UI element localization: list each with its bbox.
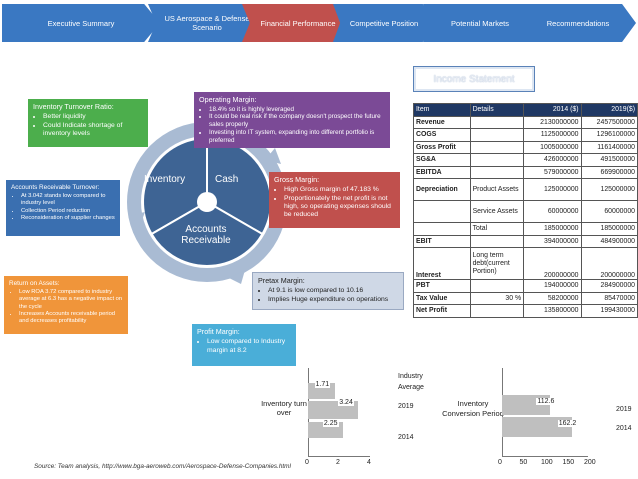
callout-title: Inventory Turnover Ratio: — [33, 102, 114, 111]
table-row: Gross Profit 1005000000 1161400000 — [413, 140, 638, 154]
category-label: 2014 — [616, 425, 632, 432]
bar — [502, 417, 572, 437]
data-label: 112.6 — [536, 398, 556, 405]
nav-step-financial-performance[interactable]: Financial Performance — [242, 4, 354, 42]
data-label: 162.2 — [557, 420, 578, 427]
callout-title: Pretax Margin: — [258, 276, 305, 285]
segment-accounts-receivable — [150, 200, 264, 267]
category-label: 2019 — [398, 403, 414, 410]
callout-bullet: Low ROA 3.72 compared to industry averag… — [19, 289, 123, 311]
operating-margin-callout: Operating Margin: 18.4% so it is highly … — [194, 92, 390, 148]
x-tick-label: 0 — [305, 459, 309, 466]
segment-inventory — [142, 136, 208, 236]
cycle-label-accounts-receivable: Accounts Receivable — [181, 224, 231, 246]
source-note: Source: Team analysis, http://www.bga-ae… — [34, 463, 291, 470]
callout-bullet: Collection Period reduction — [21, 208, 115, 215]
category-label: 2019 — [616, 406, 632, 413]
column-header: Details — [469, 103, 525, 117]
callout-title: Operating Margin: — [199, 95, 257, 104]
data-label: 1.71 — [314, 381, 331, 388]
callout-bullet: It could be real risk if the company doe… — [209, 113, 385, 128]
callout-bullet: Proportionately the net profit is not hi… — [284, 195, 395, 220]
x-tick-label: 50 — [519, 459, 528, 466]
income-statement-table: Item Details 2014 ($) 2019($) Revenue 21… — [413, 103, 638, 318]
callout-bullet: At 9.1 is low compared to 10.16 — [268, 287, 398, 295]
table-row: SG&A 426000000 491500000 — [413, 153, 638, 167]
callout-bullet: Implies Huge expenditure on operations — [268, 296, 398, 304]
callout-bullet: Could Indicate shortage of inventory lev… — [43, 122, 143, 139]
callout-bullet: Increases Accounts receivable period and… — [19, 311, 123, 325]
x-tick-label: 0 — [498, 459, 502, 466]
x-tick-label: 4 — [367, 459, 371, 466]
callout-bullet: 18.4% so it is highly leveraged — [209, 106, 385, 114]
table-row: PBT 194000000 284900000 — [413, 279, 638, 293]
table-row: Depreciation Product Assets 125000000 12… — [413, 178, 638, 201]
table-row: EBIT 394000000 484900000 — [413, 234, 638, 248]
callout-title: Gross Margin: — [274, 175, 320, 184]
table-row: COGS 1125000000 1296100000 — [413, 128, 638, 142]
callout-bullet: Investing into IT system, expanding into… — [209, 129, 385, 144]
table-row: Revenue 2130000000 2457500000 — [413, 115, 638, 129]
table-row: Tax Value 30 % 58200000 85470000 — [413, 291, 638, 305]
data-label: 3.24 — [338, 399, 354, 406]
accounts-receivable-turnover-callout: Accounts Receivable Turnover: At 3.042 s… — [6, 180, 120, 236]
category-label: Industry Average — [398, 373, 424, 391]
nav-step-recommendations[interactable]: Recommendations — [520, 4, 636, 42]
table-row: EBITDA 579000000 669900000 — [413, 165, 638, 179]
table-row: Total 185000000 185000000 — [413, 222, 638, 236]
callout-bullet: Better liquidity — [43, 113, 143, 121]
column-header: 2014 ($) — [523, 103, 582, 117]
callout-title: Return on Assets: — [9, 280, 60, 287]
callout-bullet: At 3.042 stands low compared to industry… — [21, 193, 115, 207]
callout-title: Profit Margin: — [197, 327, 240, 336]
x-axis-line — [502, 456, 588, 457]
x-tick-label: 2 — [336, 459, 340, 466]
chart-ylabel: Inventory Conversion Period — [442, 399, 504, 418]
chart-ylabel: Inventory turn over — [261, 399, 307, 417]
inventory-turnover-callout: Inventory Turnover Ratio: Better liquidi… — [28, 99, 148, 147]
nav-step-potential-markets[interactable]: Potential Markets — [423, 4, 537, 42]
data-label: 2.25 — [322, 420, 339, 427]
x-tick-label: 100 — [541, 459, 553, 466]
callout-bullet: Low compared to Industry margin at 8.2 — [207, 338, 291, 355]
cycle-label-cash: Cash — [215, 174, 239, 185]
nav-step-competitive-position[interactable]: Competitive Position — [333, 4, 435, 42]
pretax-margin-callout: Pretax Margin: At 9.1 is low compared to… — [252, 272, 404, 310]
income-statement-title: Income Statement — [413, 66, 535, 92]
column-header: Item — [413, 103, 471, 117]
table-row: Net Profit 135800000 199430000 — [413, 304, 638, 318]
column-header: 2019($) — [580, 103, 638, 117]
callout-title: Accounts Receivable Turnover: — [11, 184, 100, 191]
gross-margin-callout: Gross Margin: High Gross margin of 47.18… — [269, 172, 400, 228]
callout-bullet: High Gross margin of 47.183 % — [284, 186, 395, 194]
return-on-assets-callout: Return on Assets: Low ROA 3.72 compared … — [4, 276, 128, 334]
profit-margin-callout: Profit Margin: Low compared to Industry … — [192, 324, 296, 366]
table-header-row: Item Details 2014 ($) 2019($) — [413, 103, 638, 117]
working-capital-cycle — [127, 122, 287, 284]
callout-bullet: Reconsideration of supplier changes — [21, 215, 115, 222]
nav-step-executive-summary[interactable]: Executive Summary — [2, 4, 160, 42]
table-row: Interest Long term debt(current Portion)… — [413, 247, 638, 280]
table-row: Service Assets 60000000 60000000 — [413, 200, 638, 223]
category-label: 2014 — [398, 434, 414, 441]
x-tick-label: 200 — [584, 459, 596, 466]
x-axis-line — [308, 456, 370, 457]
x-tick-label: 150 — [562, 459, 575, 466]
cycle-label-inventory: Inventory — [144, 174, 186, 185]
